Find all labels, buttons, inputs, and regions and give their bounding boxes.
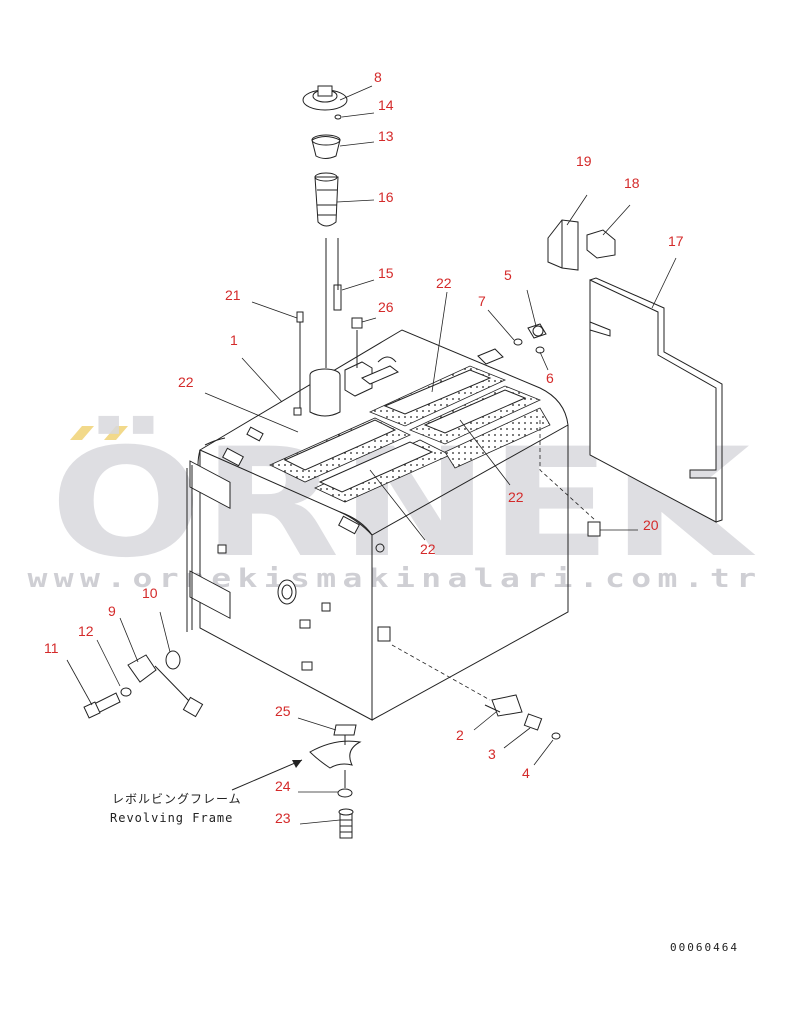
- annotation-japanese: レボルビングフレーム: [112, 792, 242, 806]
- callout-22-bottom: 22: [420, 541, 436, 557]
- callout-22-right: 22: [508, 489, 524, 505]
- callout-11: 11: [44, 640, 59, 656]
- left-side-parts: [83, 650, 204, 719]
- callout-13: 13: [378, 128, 394, 144]
- callout-5: 5: [504, 267, 512, 283]
- callout-22-top-left: 22: [178, 374, 194, 390]
- callout-8: 8: [374, 69, 382, 85]
- connection-lines: [391, 420, 596, 701]
- right-side-parts: [513, 219, 723, 537]
- callout-19: 19: [576, 153, 592, 169]
- watermark-accent-mark: [104, 426, 128, 440]
- watermark-url: www.ornekismakinalari.com.tr: [28, 564, 763, 594]
- leader-lines: [66, 85, 677, 825]
- callout-26: 26: [378, 299, 394, 315]
- callout-6: 6: [546, 370, 554, 386]
- callout-4: 4: [522, 765, 530, 781]
- drawing-code: 00060464: [670, 941, 739, 954]
- callout-21: 21: [225, 287, 241, 303]
- callout-20: 20: [643, 517, 659, 533]
- filler-cap-assembly: [296, 85, 363, 408]
- fuel-tank-body: [186, 329, 569, 721]
- callout-18: 18: [624, 175, 640, 191]
- bottom-mounting-parts: [231, 694, 561, 839]
- callout-9: 9: [108, 603, 116, 619]
- callout-14: 14: [378, 97, 394, 113]
- watermark-accent-mark: [70, 426, 94, 440]
- callout-3: 3: [488, 746, 496, 762]
- callout-labels: 8 14 13 16 15 21 26 1 22 22 22 22 7 5 6 …: [44, 69, 684, 826]
- callout-16: 16: [378, 189, 394, 205]
- callout-22-top: 22: [436, 275, 452, 291]
- callout-23: 23: [275, 810, 291, 826]
- callout-24: 24: [275, 778, 291, 794]
- callout-12: 12: [78, 623, 94, 639]
- callout-10: 10: [142, 585, 158, 601]
- annotation-english: Revolving Frame: [110, 811, 233, 825]
- callout-25: 25: [275, 703, 291, 719]
- callout-2: 2: [456, 727, 464, 743]
- callout-1: 1: [230, 332, 238, 348]
- callout-17: 17: [668, 233, 684, 249]
- callout-15: 15: [378, 265, 394, 281]
- callout-7: 7: [478, 293, 486, 309]
- revolving-frame-annotation: レボルビングフレーム Revolving Frame: [110, 792, 242, 825]
